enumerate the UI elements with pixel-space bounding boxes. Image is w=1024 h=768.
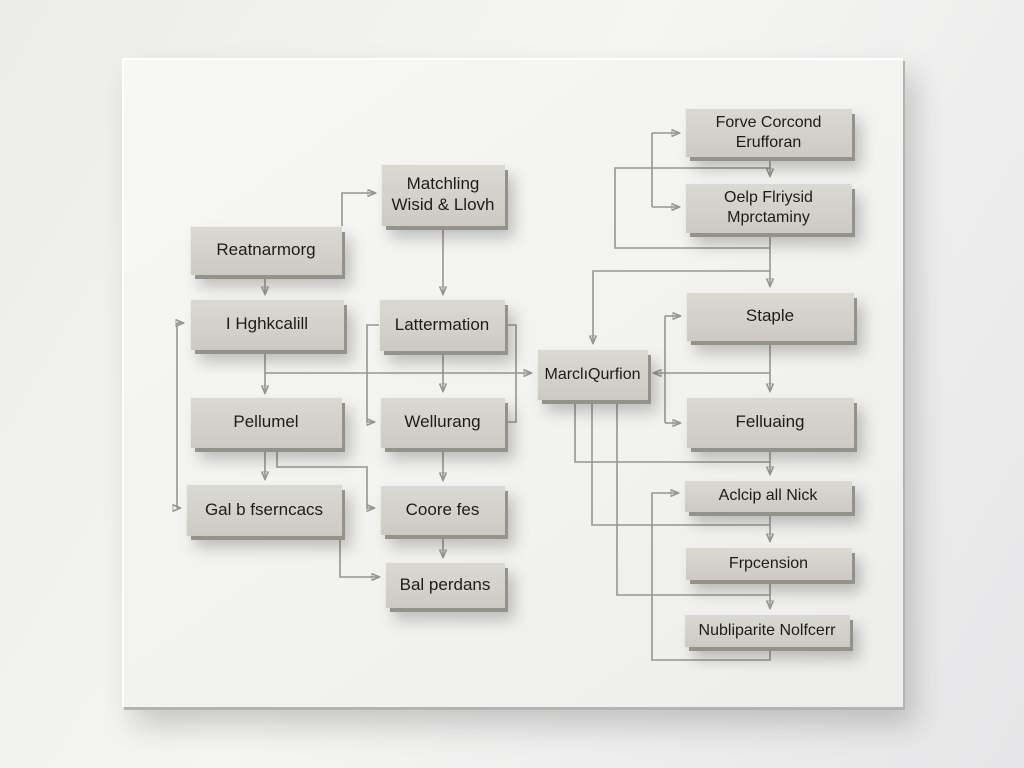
node-label: Bal perdans [399,574,491,594]
node-label: I Hghkcalill [225,314,309,334]
node-marclqurfion: MarclıQurfion [537,349,648,400]
node-gal-b-fserncacs: Gal b fserncacs [186,484,342,536]
node-label: Aclcip all Nick [718,487,818,505]
node-label: Mprctaminy [727,209,810,226]
node-felluaing: Felluaing [686,397,854,448]
node-coore-fes: Coore fes [380,485,505,535]
node-label: Wisid & Llovh [391,195,495,214]
node-wellurang: Wellurang [380,397,505,448]
node-label: Wellurang [404,412,481,432]
node-label: Nubliparite Nolfcerr [698,621,836,639]
node-lattermation: Lattermation [379,299,505,351]
node-aclcip-all-nick: Aclcip all Nick [684,480,852,512]
node-label: Gal b fserncacs [204,499,324,519]
node-frpcension: Frpcension [685,547,852,580]
node-forve-corcond: Forve Corcond Erufforan [685,108,852,157]
node-label: Coore fes [405,499,480,519]
node-label: Lattermation [394,314,490,334]
node-pellumel: Pellumel [190,397,342,448]
node-matchling: Matchling Wisid & Llovh [381,164,505,226]
node-reatnarmorg: Reatnarmorg [190,226,342,275]
node-label: MarclıQurfion [544,365,641,383]
node-label: Frpcension [728,554,809,572]
node-staple: Staple [686,292,854,341]
node-oelp-flriysid: Oelp Flriysid Mprctaminy [685,183,852,233]
node-bal-perdans: Bal perdans [385,562,505,608]
node-label: Pellumel [233,412,299,432]
node-hghkcalill: I Hghkcalill [190,299,344,350]
node-label: Erufforan [735,133,802,151]
node-label: Forve Corcond [715,113,822,131]
node-label: Staple [745,306,795,326]
node-nubliparite-nolfcerr: Nubliparite Nolfcerr [684,614,850,647]
node-label: Matchling [406,174,480,194]
node-label: Reatnarmorg [216,240,316,260]
node-label: Oelp Flriysid [724,189,813,207]
node-label: Felluaing [735,412,805,432]
